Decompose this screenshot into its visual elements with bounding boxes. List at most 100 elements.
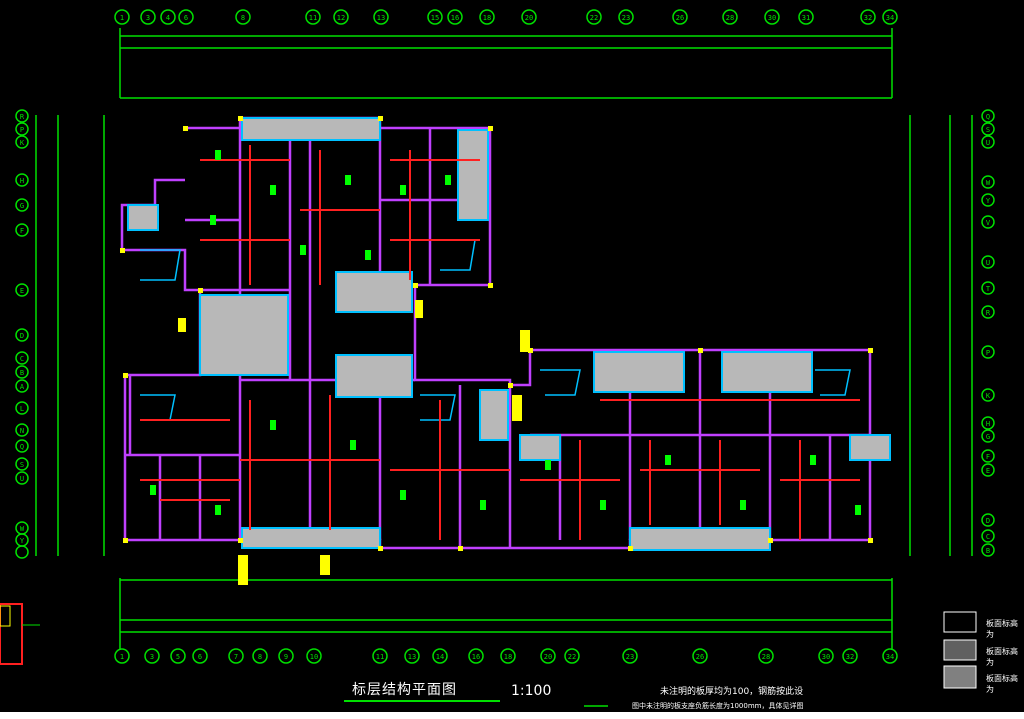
drawing-title: 标层结构平面图: [352, 682, 457, 698]
grid-axis-label: Q: [20, 443, 24, 451]
grid-axis-label: B: [20, 369, 24, 377]
legend-label-3: 板面标高为: [986, 674, 1018, 694]
left-grid-bubbles: [15, 109, 29, 559]
right-grid-bubbles: [981, 109, 995, 557]
rebar-lines: [140, 145, 860, 540]
title-underline: [344, 700, 500, 702]
grid-axis-label: 6: [198, 653, 202, 661]
grid-axis-label: P: [986, 349, 990, 357]
grid-axis-label: G: [20, 202, 24, 210]
drawing-note-1: 未注明的板厚均为100，钢筋按此设: [660, 687, 804, 697]
grid-axis-label: 28: [726, 14, 734, 22]
grid-axis-label: N: [20, 427, 24, 435]
grid-axis-label: G: [986, 433, 990, 441]
legend-swatches: [943, 611, 977, 689]
grid-axis-label: 20: [525, 14, 533, 22]
grid-axis-label: W: [20, 525, 25, 533]
grid-axis-label: H: [986, 420, 990, 428]
grid-axis-label: F: [20, 227, 24, 235]
grid-axis-label: 22: [568, 653, 576, 661]
grid-axis-label: 23: [622, 14, 630, 22]
grid-axis-label: 5: [176, 653, 180, 661]
grid-axis-label: 12: [337, 14, 345, 22]
top-grid-bubbles: [114, 9, 898, 25]
legend-label-2: 板面标高为: [986, 647, 1018, 667]
grid-axis-label: 3: [150, 653, 154, 661]
grid-axis-label: 22: [590, 14, 598, 22]
drawing-note-2: 图中未注明的板支座负筋长度为1000mm，具体见详图: [632, 702, 804, 710]
bottom-grid-bubbles: [114, 648, 898, 664]
grid-axis-label: 11: [376, 653, 384, 661]
grid-axis-label: 13: [408, 653, 416, 661]
grid-axis-label: 10: [310, 653, 318, 661]
slab-annotations: [150, 150, 861, 515]
grid-axis-label: 18: [504, 653, 512, 661]
grid-axis-label: 9: [284, 653, 288, 661]
grid-axis-label: 1: [120, 653, 124, 661]
grid-axis-label: 20: [544, 653, 552, 661]
grid-axis-label: H: [20, 177, 24, 185]
grid-axis-label: S: [986, 126, 990, 134]
grid-axis-label: P: [20, 126, 24, 134]
grid-axis-label: Q: [986, 113, 990, 121]
right-dimension-lines: [909, 115, 973, 556]
grid-axis-label: W: [986, 179, 991, 187]
columns: [120, 116, 873, 551]
grid-axis-label: 16: [451, 14, 459, 22]
bottom-dimension-lines: [119, 578, 893, 650]
grid-axis-label: B: [986, 547, 990, 555]
grid-axis-label: C: [20, 355, 24, 363]
grid-axis-label: 13: [377, 14, 385, 22]
grid-axis-label: U: [20, 475, 24, 483]
grid-axis-label: 26: [696, 653, 704, 661]
grid-axis-label: C: [986, 533, 990, 541]
grid-axis-label: 1: [120, 14, 124, 22]
grid-axis-label: 32: [846, 653, 854, 661]
grid-axis-label: V: [986, 219, 991, 227]
grid-axis-label: 34: [886, 14, 894, 22]
grid-axis-label: A: [20, 383, 25, 391]
grid-axis-label: 18: [483, 14, 491, 22]
grid-axis-label: E: [986, 467, 990, 475]
legend-label-1: 板面标高为: [986, 619, 1018, 639]
grid-axis-label: 26: [676, 14, 684, 22]
grid-axis-label: 7: [234, 653, 238, 661]
grid-axis-label: U: [986, 139, 990, 147]
grid-axis-label: Y: [986, 197, 991, 205]
grid-axis-label: 34: [886, 653, 894, 661]
grid-axis-label: 15: [431, 14, 439, 22]
grid-axis-label: T: [986, 285, 991, 293]
grid-axis-label: 8: [241, 14, 245, 22]
grid-axis-label: U: [986, 259, 990, 267]
grid-axis-label: 30: [768, 14, 776, 22]
grid-axis-label: R: [20, 113, 25, 121]
drawing-scale: 1:100: [511, 683, 552, 699]
grid-axis-label: 4: [166, 14, 170, 22]
grid-axis-label: 30: [822, 653, 830, 661]
grid-axis-label: 31: [802, 14, 810, 22]
grid-axis-label: 11: [309, 14, 317, 22]
grid-axis-label: 14: [436, 653, 444, 661]
grid-axis-label: K: [20, 139, 25, 147]
grid-axis-label: S: [20, 461, 24, 469]
grid-axis-label: R: [986, 309, 991, 317]
grid-axis-label: K: [986, 392, 991, 400]
grid-axis-label: 8: [258, 653, 262, 661]
grid-axis-label: D: [20, 332, 24, 340]
grid-axis-label: 3: [146, 14, 150, 22]
grid-axis-label: D: [986, 517, 990, 525]
grid-axis-label: 32: [864, 14, 872, 22]
bottom-border: [0, 712, 1024, 719]
grid-axis-label: Y: [20, 537, 25, 545]
grid-axis-label: 6: [184, 14, 188, 22]
top-dimension-lines: [119, 28, 893, 99]
grid-axis-label: F: [986, 453, 990, 461]
section-detail: [0, 603, 40, 665]
left-dimension-lines: [35, 115, 105, 556]
grid-axis-label: E: [20, 287, 24, 295]
grid-axis-label: 16: [472, 653, 480, 661]
grid-axis-label: L: [20, 405, 24, 413]
grid-axis-label: 23: [626, 653, 634, 661]
dimension-labels: [178, 300, 530, 585]
